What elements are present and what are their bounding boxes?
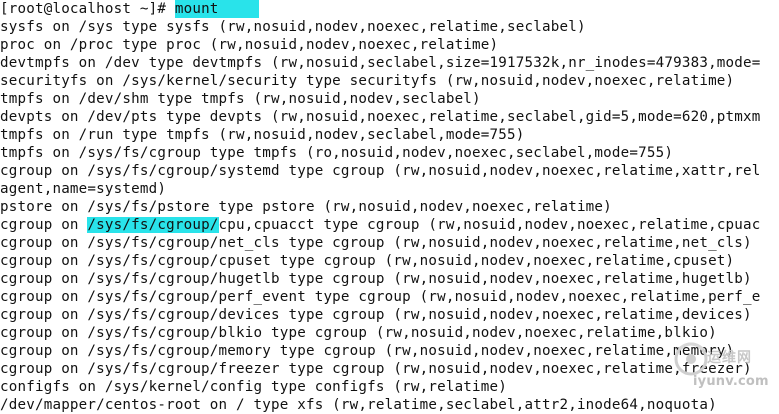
output-line: cgroup on /sys/fs/cgroup/perf_event type… <box>0 289 761 305</box>
output-line: agent,name=systemd) <box>0 181 167 197</box>
output-line: /dev/mapper/centos-root on / type xfs (r… <box>0 397 717 413</box>
highlighted-path: /sys/fs/cgroup/ <box>87 217 219 233</box>
output-line-prefix: cgroup on <box>0 217 88 233</box>
output-line: securityfs on /sys/kernel/security type … <box>0 73 735 89</box>
command-input[interactable]: mount <box>174 0 259 18</box>
output-line: tmpfs on /dev/shm type tmpfs (rw,nosuid,… <box>0 91 481 107</box>
prompt-text: [root@localhost ~]# <box>0 1 175 17</box>
output-line: tmpfs on /run type tmpfs (rw,nosuid,node… <box>0 127 525 143</box>
output-line: cgroup on /sys/fs/cgroup/memory type cgr… <box>0 343 735 359</box>
output-line: proc on /proc type proc (rw,nosuid,nodev… <box>0 37 499 53</box>
output-line: devpts on /dev/pts type devpts (rw,nosui… <box>0 109 761 125</box>
output-line: cgroup on /sys/fs/cgroup/hugetlb type cg… <box>0 271 752 287</box>
output-line: cgroup on /sys/fs/cgroup/cpu,cpuacct typ… <box>0 216 761 234</box>
output-line: cgroup on /sys/fs/cgroup/net_cls type cg… <box>0 235 752 251</box>
output-line: cgroup on /sys/fs/cgroup/cpuset type cgr… <box>0 253 735 269</box>
output-line: tmpfs on /sys/fs/cgroup type tmpfs (ro,n… <box>0 145 674 161</box>
output-line: sysfs on /sys type sysfs (rw,nosuid,node… <box>0 19 586 35</box>
output-line: cgroup on /sys/fs/cgroup/freezer type cg… <box>0 361 752 377</box>
output-line: cgroup on /sys/fs/cgroup/devices type cg… <box>0 307 752 323</box>
output-line: pstore on /sys/fs/pstore type pstore (rw… <box>0 199 612 215</box>
prompt-line: [root@localhost ~]# mount <box>0 0 259 18</box>
output-line: devtmpfs on /dev type devtmpfs (rw,nosui… <box>0 55 761 71</box>
output-line-suffix: cpu,cpuacct type cgroup (rw,nosuid,nodev… <box>218 217 761 233</box>
output-line: cgroup on /sys/fs/cgroup/blkio type cgro… <box>0 325 717 341</box>
output-line: configfs on /sys/kernel/config type conf… <box>0 379 508 395</box>
output-line: cgroup on /sys/fs/cgroup/systemd type cg… <box>0 163 761 179</box>
